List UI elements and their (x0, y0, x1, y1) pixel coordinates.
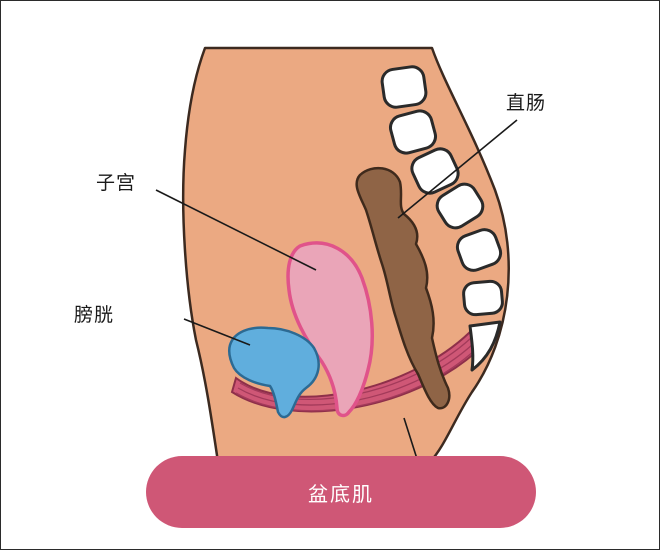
label-rectum: 直肠 (506, 92, 547, 114)
label-pelvic-floor: 盆底肌 (308, 481, 374, 506)
vertebra-icon (435, 182, 485, 230)
bladder (227, 326, 320, 419)
vertebra-icon (455, 228, 503, 272)
vertebra-icon (388, 109, 438, 155)
uterus-leader-line (155, 189, 317, 271)
spine (380, 65, 504, 372)
uterus (286, 241, 374, 418)
vertebra-icon (380, 65, 428, 109)
label-bladder: 膀胱 (74, 304, 115, 326)
bladder-leader-line (183, 318, 251, 346)
label-uterus: 子宫 (96, 172, 137, 194)
rectum-leader-line (397, 119, 518, 219)
coccyx (468, 320, 502, 372)
pelvic-floor-leader-line (403, 417, 419, 463)
pelvic-floor-label-pill: 盆底肌 (146, 456, 536, 528)
vertebra-icon (410, 147, 460, 195)
vertebra-icon (462, 279, 504, 317)
